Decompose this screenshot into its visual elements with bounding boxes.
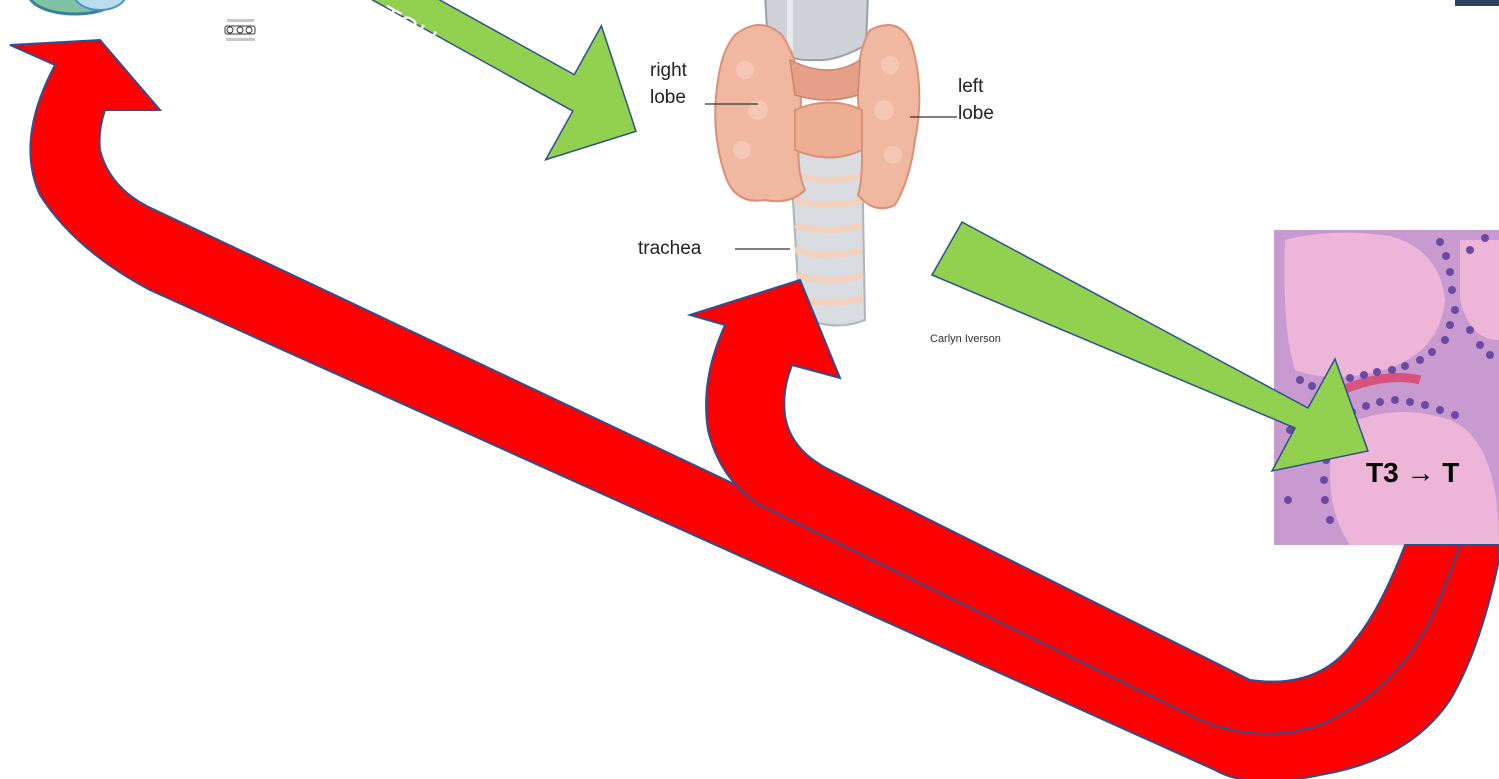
right-lobe-label-line2: lobe	[650, 87, 686, 108]
pituitary-gland	[29, 0, 126, 14]
image-credit: Carlyn Iverson	[930, 333, 1001, 345]
left-lobe-label-line1: left	[958, 76, 984, 97]
cc-by-badge-icon	[225, 19, 255, 41]
right-lobe-label-line1: right	[650, 60, 688, 81]
thyroid-follicle-histology	[1274, 230, 1499, 545]
t3-conversion-label: T3 → T	[1366, 457, 1459, 488]
tsh-stimulus-arrow	[236, 0, 636, 160]
thyroid-right-lobe	[715, 25, 805, 201]
left-lobe-label-line2: lobe	[958, 103, 994, 124]
thyroid-illustration	[715, 0, 919, 326]
corner-edge-mark	[1455, 0, 1499, 6]
thyroid-isthmus	[795, 103, 862, 158]
trachea-label: trachea	[638, 238, 702, 259]
